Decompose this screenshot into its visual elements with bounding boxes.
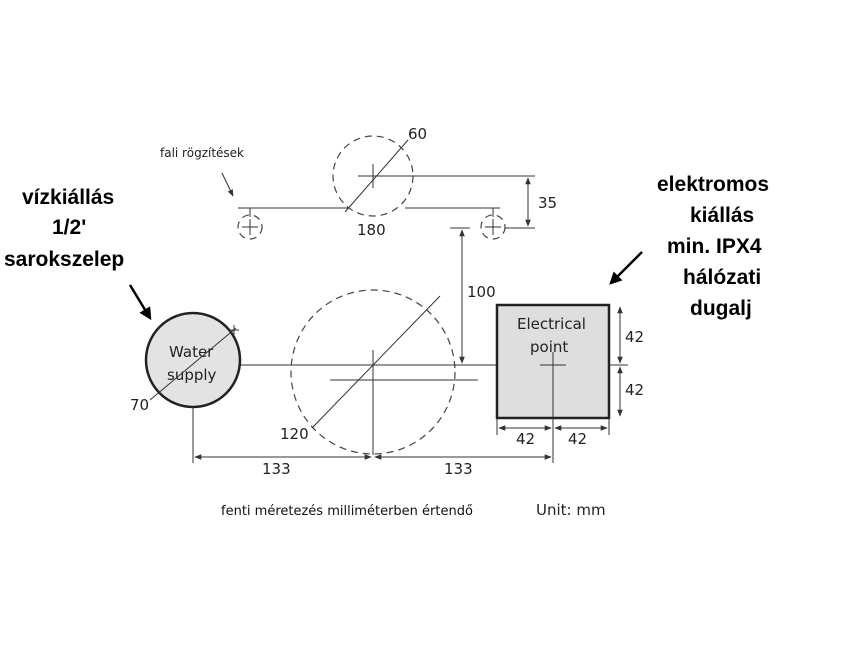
unit-text: Unit: mm — [536, 501, 606, 519]
electrical-point-label-1: Electrical — [517, 315, 586, 333]
basin-dashed-circle — [290, 289, 456, 455]
dim-120-label: 120 — [280, 425, 309, 443]
electric-annotation-line-2: kiállás — [690, 204, 754, 227]
basin-outline: 120 — [280, 289, 478, 455]
electric-annotation-line-5: dugalj — [690, 297, 752, 320]
dim-180-label: 180 — [357, 221, 386, 239]
dim-42-right-label: 42 — [568, 430, 587, 448]
water-annotation-line-3: sarokszelep — [4, 248, 124, 271]
dim-42-left-label: 42 — [516, 430, 535, 448]
electric-annotation-line-1: elektromos — [657, 173, 769, 196]
dim-133-left-label: 133 — [262, 460, 291, 478]
water-annotation: vízkiállás 1/2' sarokszelep — [4, 186, 152, 321]
dim-42-top-label: 42 — [625, 328, 644, 346]
dim-100: 100 — [450, 227, 496, 364]
water-annotation-line-2: 1/2' — [52, 216, 86, 239]
water-supply: Water supply 70 — [130, 311, 242, 463]
dim-100-label: 100 — [467, 283, 496, 301]
water-supply-label-1: Water — [169, 343, 214, 361]
dim-70-label: 70 — [130, 396, 149, 414]
dim-42-bottom-label: 42 — [625, 381, 644, 399]
dim-60-label: 60 — [408, 125, 427, 143]
electric-annotation-line-3: min. IPX4 — [667, 235, 762, 258]
top-fixture: 60 180 35 fali rögzítések — [160, 125, 557, 240]
water-annotation-line-1: vízkiállás — [22, 186, 114, 209]
electric-annotation: elektromos kiállás min. IPX4 hálózati du… — [609, 173, 769, 320]
dim-35-label: 35 — [538, 194, 557, 212]
electrical-point-label-2: point — [530, 338, 568, 356]
electrical-point: Electrical point 42 42 42 42 — [495, 303, 644, 448]
water-annotation-arrow — [128, 284, 152, 321]
dim-133: 133 133 — [194, 430, 554, 478]
wall-fixing-left — [237, 214, 263, 240]
footnote-text: fenti méretezés milliméterben értendő — [221, 504, 473, 519]
electric-annotation-arrow — [609, 251, 643, 285]
wall-fixings-label: fali rögzítések — [160, 146, 244, 160]
dim-133-right-label: 133 — [444, 460, 473, 478]
electric-annotation-line-4: hálózati — [683, 266, 761, 289]
water-supply-label-2: supply — [167, 366, 217, 384]
wall-fixing-right — [480, 214, 506, 240]
